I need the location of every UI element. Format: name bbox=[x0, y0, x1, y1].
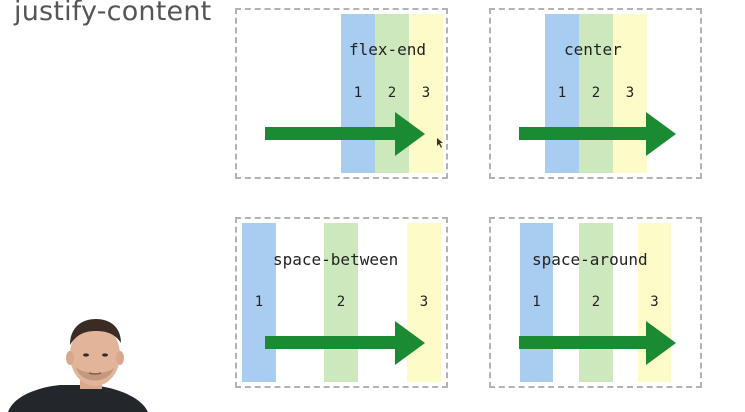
item-number: 1 bbox=[353, 85, 363, 101]
item-number: 1 bbox=[532, 294, 541, 310]
item-number: 1 bbox=[557, 85, 567, 101]
flex-item-1 bbox=[520, 223, 553, 382]
flex-item-1 bbox=[545, 14, 579, 173]
item-number: 3 bbox=[421, 85, 431, 101]
panel-center bbox=[489, 8, 702, 179]
arrow-right-icon bbox=[265, 321, 425, 365]
item-number: 2 bbox=[591, 294, 601, 310]
item-number: 2 bbox=[591, 85, 601, 101]
flex-item-1 bbox=[242, 223, 276, 382]
flex-item-2 bbox=[579, 223, 613, 382]
panel-flex-end bbox=[235, 8, 448, 179]
item-number: 3 bbox=[625, 85, 635, 101]
panel-label: center bbox=[564, 40, 622, 59]
item-number: 2 bbox=[387, 85, 397, 101]
mouse-pointer-icon bbox=[437, 138, 443, 148]
arrow-right-icon bbox=[265, 112, 425, 156]
flex-item-3 bbox=[409, 14, 443, 173]
panel-label: flex-end bbox=[349, 40, 427, 59]
presenter-webcam bbox=[8, 319, 148, 412]
panel-label: space-between bbox=[273, 250, 399, 269]
page-title: justify-content bbox=[14, 0, 212, 27]
panel-space-around bbox=[489, 217, 702, 388]
item-number: 1 bbox=[254, 294, 264, 310]
panel-space-between bbox=[235, 217, 448, 388]
panel-label: space-around bbox=[532, 250, 648, 269]
item-number: 3 bbox=[650, 294, 659, 310]
arrow-right-icon bbox=[519, 112, 676, 156]
flex-item-2 bbox=[324, 223, 358, 382]
flex-item-3 bbox=[407, 223, 441, 382]
arrow-right-icon bbox=[519, 321, 676, 365]
flex-item-1 bbox=[341, 14, 375, 173]
item-number: 2 bbox=[336, 294, 346, 310]
flex-item-3 bbox=[613, 14, 647, 173]
flex-item-2 bbox=[579, 14, 613, 173]
item-number: 3 bbox=[419, 294, 429, 310]
